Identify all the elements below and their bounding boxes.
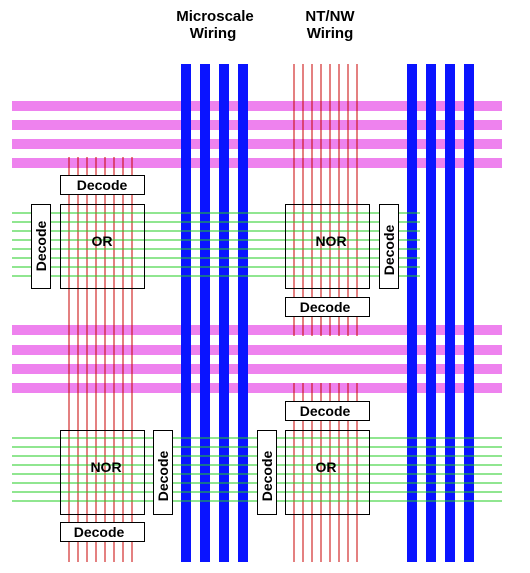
top-right-bottom-decode-label: Decode: [300, 299, 351, 315]
bus-mid-1: [12, 325, 502, 335]
decode-box-bottom-left: [60, 522, 145, 542]
bottom-right-side-decode-label: Decode: [259, 451, 275, 502]
bottom-right-top-decode-label: Decode: [300, 403, 351, 419]
decode-box-top-left-side: [31, 204, 51, 289]
bottom-left-side-decode-label: Decode: [155, 451, 171, 502]
micro-wire-7: [445, 64, 455, 562]
nanowire-vertical-left: [68, 157, 133, 562]
bus-mid-3: [12, 364, 502, 374]
header-labels: Microscale Wiring NT/NW Wiring: [176, 8, 355, 42]
block-labels: Decode Decode OR NOR Decode Decode Decod…: [33, 177, 397, 540]
bus-top-4: [12, 158, 502, 168]
decode-box-bottom-left-side: [153, 430, 173, 515]
decode-box-top-left: [60, 175, 145, 195]
bottom-left-decode-label: Decode: [74, 524, 125, 540]
nanowire-horizontal-top: [12, 212, 420, 277]
micro-wire-8: [464, 64, 474, 562]
decode-blocks: [31, 175, 399, 542]
top-right-side-decode-label: Decode: [381, 225, 397, 276]
micro-wire-5: [407, 64, 417, 562]
micro-wire-1: [181, 64, 191, 562]
decode-box-bottom-right-top: [285, 401, 370, 421]
decode-box-bottom-right-side: [257, 430, 277, 515]
horizontal-buses: [12, 101, 502, 393]
microscale-label-line2: Wiring: [190, 25, 237, 42]
or-block-top-left: [60, 204, 145, 289]
microscale-wires: [181, 64, 474, 562]
bus-top-3: [12, 139, 502, 149]
top-left-decode-label: Decode: [77, 177, 128, 193]
or-block-bottom-right: [285, 430, 370, 515]
micro-wire-6: [426, 64, 436, 562]
micro-wire-3: [219, 64, 229, 562]
bus-mid-2: [12, 345, 502, 355]
ntnw-label-line1: NT/NW: [305, 8, 355, 25]
decode-box-top-right-bottom: [285, 297, 370, 317]
ntnw-label-line2: Wiring: [307, 25, 354, 42]
bus-top-1: [12, 101, 502, 111]
bottom-left-nor-label: NOR: [90, 459, 121, 475]
nanowire-vertical-right-top: [293, 64, 358, 336]
top-left-or-label: OR: [92, 233, 113, 249]
nor-block-bottom-left: [60, 430, 145, 515]
bus-mid-4: [12, 383, 502, 393]
top-right-nor-label: NOR: [315, 233, 346, 249]
nor-block-top-right: [285, 204, 370, 289]
logic-blocks: [60, 204, 370, 515]
micro-wire-2: [200, 64, 210, 562]
microscale-label-line1: Microscale: [176, 8, 254, 25]
bus-top-2: [12, 120, 502, 130]
bottom-right-or-label: OR: [316, 459, 337, 475]
top-left-side-decode-label: Decode: [33, 221, 49, 272]
decode-box-top-right-side: [379, 204, 399, 289]
micro-wire-4: [238, 64, 248, 562]
